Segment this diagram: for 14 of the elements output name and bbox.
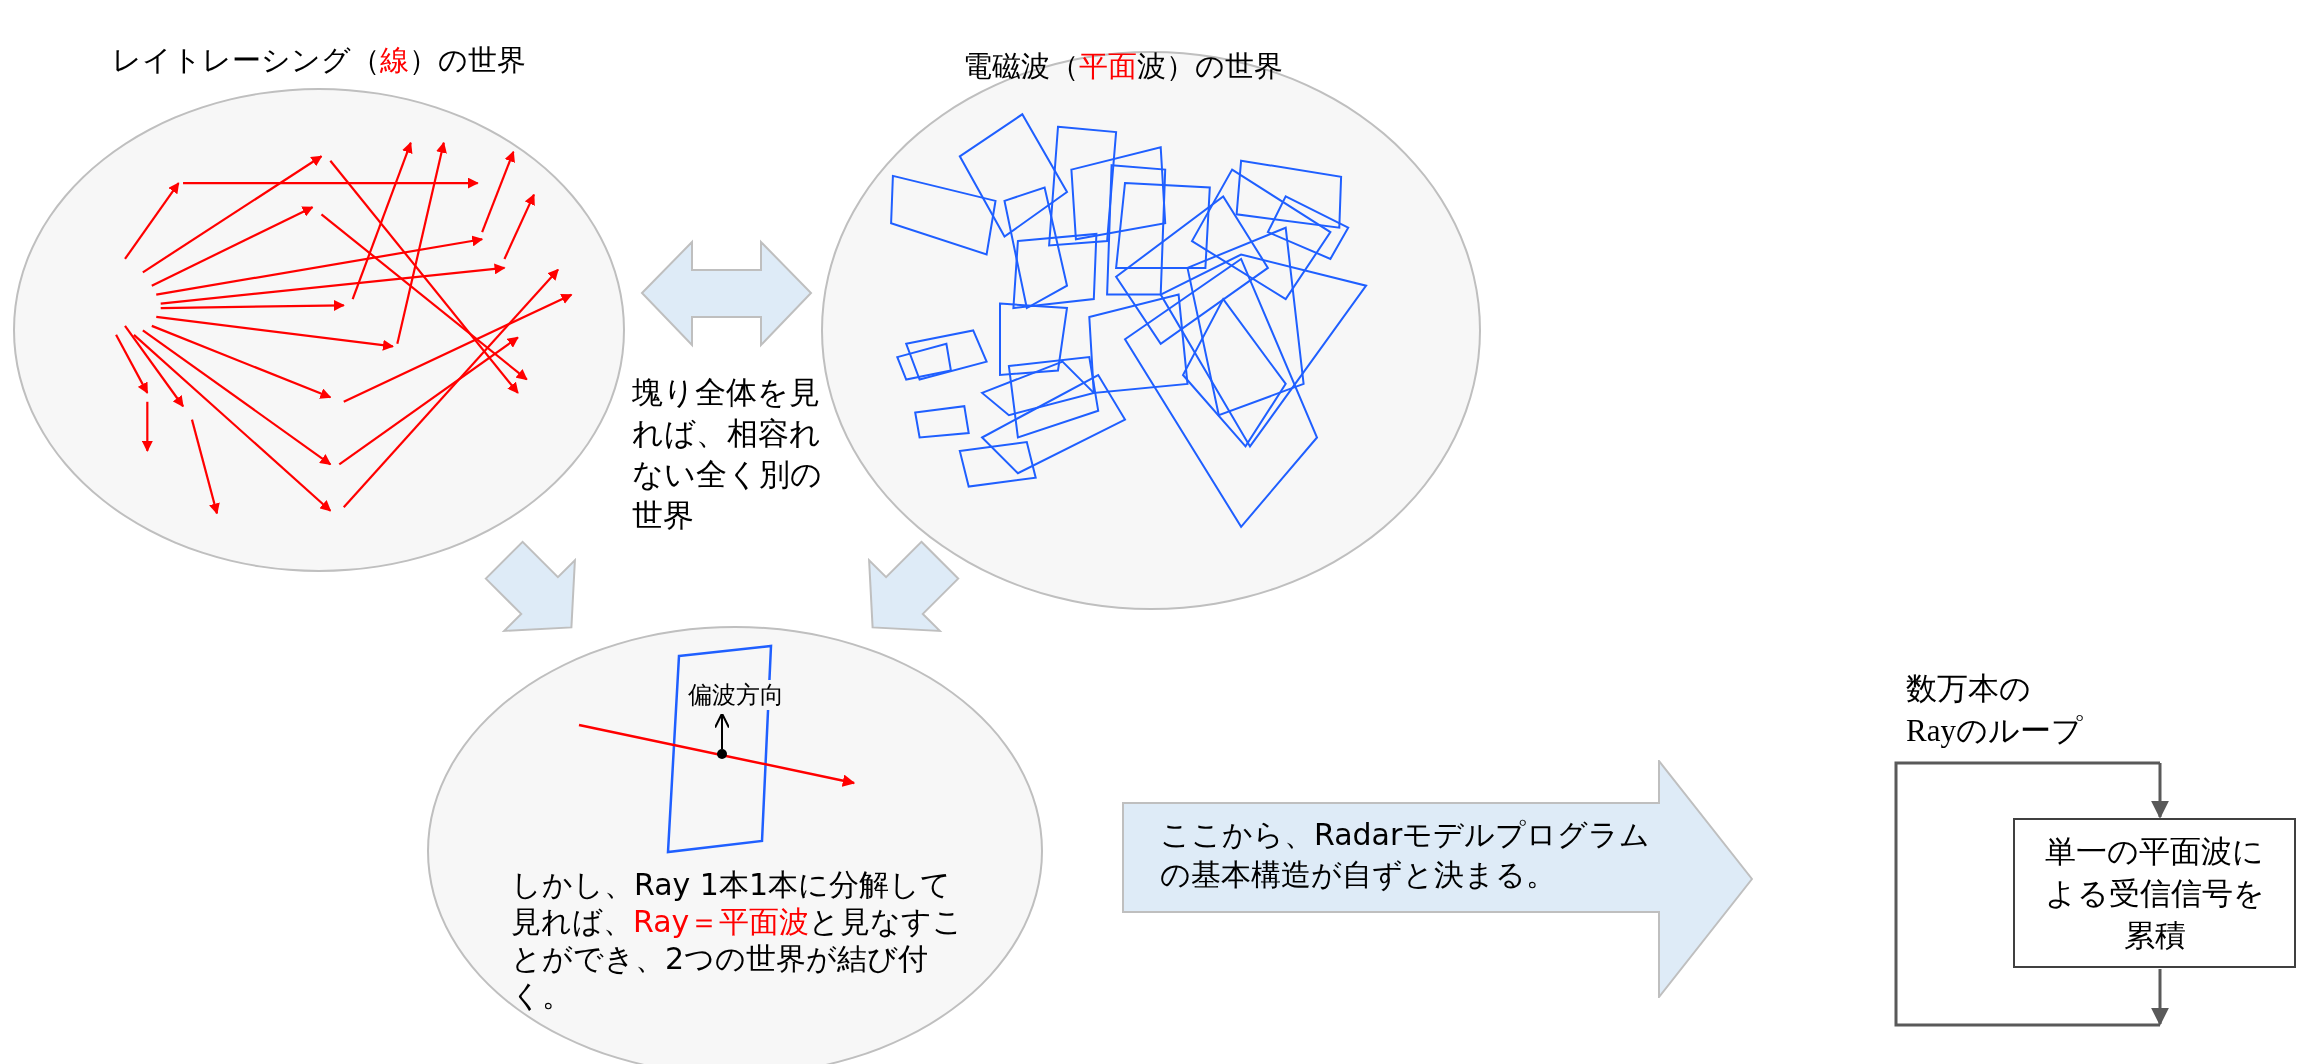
arrow — [2151, 763, 2169, 819]
loop-label: 数万本の Rayのループ — [1906, 670, 2083, 750]
arrow — [2151, 969, 2169, 1026]
double-arrow — [640, 239, 813, 348]
note-text: 塊り全体を見れば、相容れない全く別の世界 — [632, 373, 822, 535]
arrow-text: ここから、Radarモデルプログラムの基本構造が自ずと決まる。 — [1160, 816, 1652, 894]
box-text: 単一の平面波による受信信号を累積 — [2043, 832, 2266, 955]
chevron-arrow — [484, 540, 577, 633]
caption-text: しかし、Ray 1本1本に分解して見れば、Ray＝平面波と見なすことができ、2つの世界が結び付く。 — [511, 866, 965, 1014]
chevron-arrow — [867, 540, 960, 633]
circle-heading: レイトレーシング（線）の世界 — [112, 42, 526, 79]
process-box — [2013, 818, 2296, 968]
direction-label: 偏波方向 — [688, 680, 784, 710]
circle-heading: 電磁波（平面波）の世界 — [963, 48, 1283, 85]
